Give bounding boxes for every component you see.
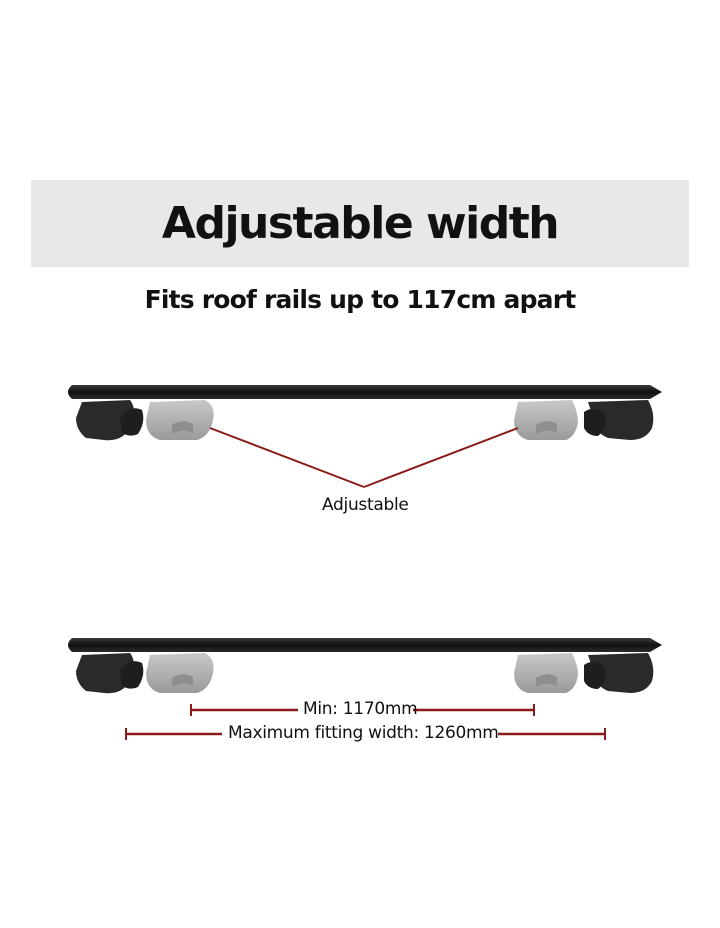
page-subtitle: Fits roof rails up to 117cm apart bbox=[144, 285, 577, 314]
bottom-rack bbox=[68, 638, 662, 740]
top-crossbar-icon bbox=[68, 385, 662, 399]
page-title: Adjustable width bbox=[161, 198, 560, 249]
min-width-dimension bbox=[190, 704, 535, 716]
min-width-label: Min: 1170mm bbox=[303, 699, 418, 719]
top-foot-right-dark bbox=[584, 400, 654, 440]
top-rack bbox=[68, 385, 662, 488]
bottom-foot-right-light bbox=[514, 653, 578, 693]
top-foot-right-light bbox=[514, 400, 578, 440]
bottom-foot-right-dark bbox=[584, 653, 654, 693]
max-width-label: Maximum fitting width: 1260mm bbox=[228, 723, 499, 743]
max-width-dimension bbox=[125, 728, 606, 740]
top-foot-left-light bbox=[146, 400, 214, 440]
bottom-crossbar-icon bbox=[68, 638, 662, 652]
top-foot-left-dark bbox=[76, 400, 144, 441]
bottom-foot-left-dark bbox=[76, 653, 144, 694]
adjustable-label: Adjustable bbox=[322, 495, 409, 515]
bottom-foot-left-light bbox=[146, 653, 214, 693]
title-band: Adjustable width bbox=[31, 180, 689, 267]
top-adjust-indicator bbox=[209, 427, 519, 488]
